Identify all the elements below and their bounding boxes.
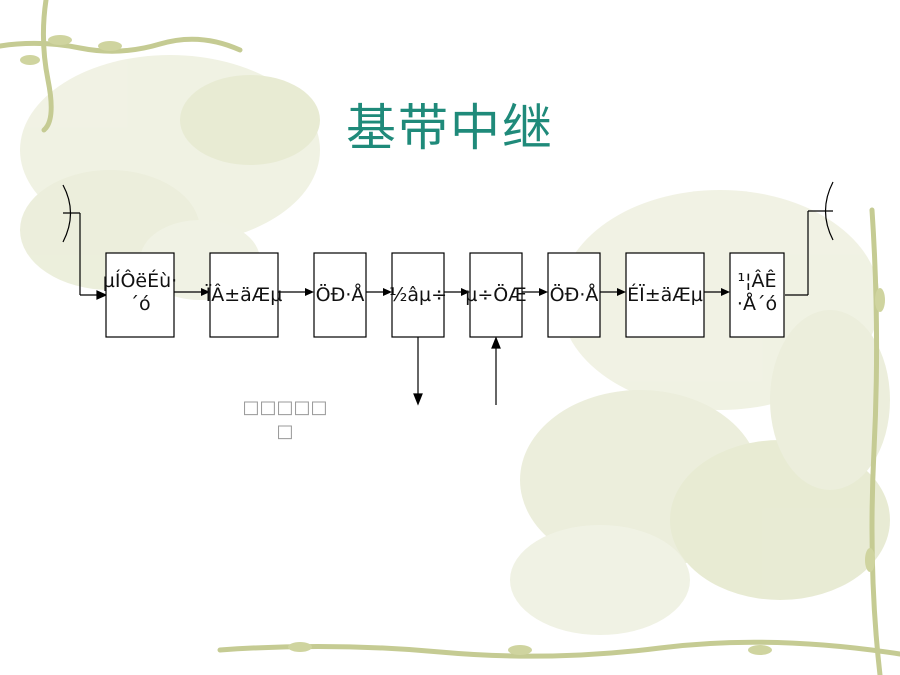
block-label-b3: ÖÐ·Å <box>315 284 365 306</box>
block-b4 <box>391 252 445 338</box>
arrowhead-b2 <box>305 288 314 296</box>
block-b6 <box>547 252 601 338</box>
arrowhead-b1 <box>201 288 210 296</box>
block-layer <box>105 252 785 338</box>
arrowhead-b4 <box>461 288 470 296</box>
block-b2 <box>209 252 279 338</box>
decorative-vine-leaves <box>20 35 885 655</box>
signal-path <box>80 290 808 300</box>
arrowhead-b5 <box>539 288 548 296</box>
page-title: 基带中继 <box>346 99 554 157</box>
block-b1 <box>105 252 175 338</box>
block-label-b8: ¹¦ÂÊ ·Å´ó <box>736 270 778 315</box>
block-label-b1: µÍÔëÉù· ´ó <box>102 270 178 315</box>
block-label-b5: µ÷ÖÆ <box>465 284 527 306</box>
antenna-transmit-icon <box>807 181 834 295</box>
block-label-b7: ÉÏ±äÆµ <box>627 284 703 306</box>
antenna-receive-icon <box>62 184 81 295</box>
demod-output-arrow <box>413 337 423 406</box>
block-b5 <box>469 252 523 338</box>
missing-glyph-note: □□□□□ □ <box>242 397 328 442</box>
arrowhead-b6 <box>617 288 626 296</box>
mod-input-arrow <box>491 336 501 405</box>
arrow-layer <box>174 288 730 296</box>
block-b8 <box>729 252 785 338</box>
background-blossom <box>20 55 890 635</box>
block-label-b2: ÏÂ±äÆµ <box>205 284 283 306</box>
block-label-b4: ½âµ÷ <box>388 284 448 306</box>
block-label-b6: ÖÐ·Å <box>549 284 599 306</box>
arrowhead-b3 <box>383 288 392 296</box>
arrowhead-b7 <box>721 288 730 296</box>
block-b7 <box>625 252 705 338</box>
block-b3 <box>313 252 367 338</box>
